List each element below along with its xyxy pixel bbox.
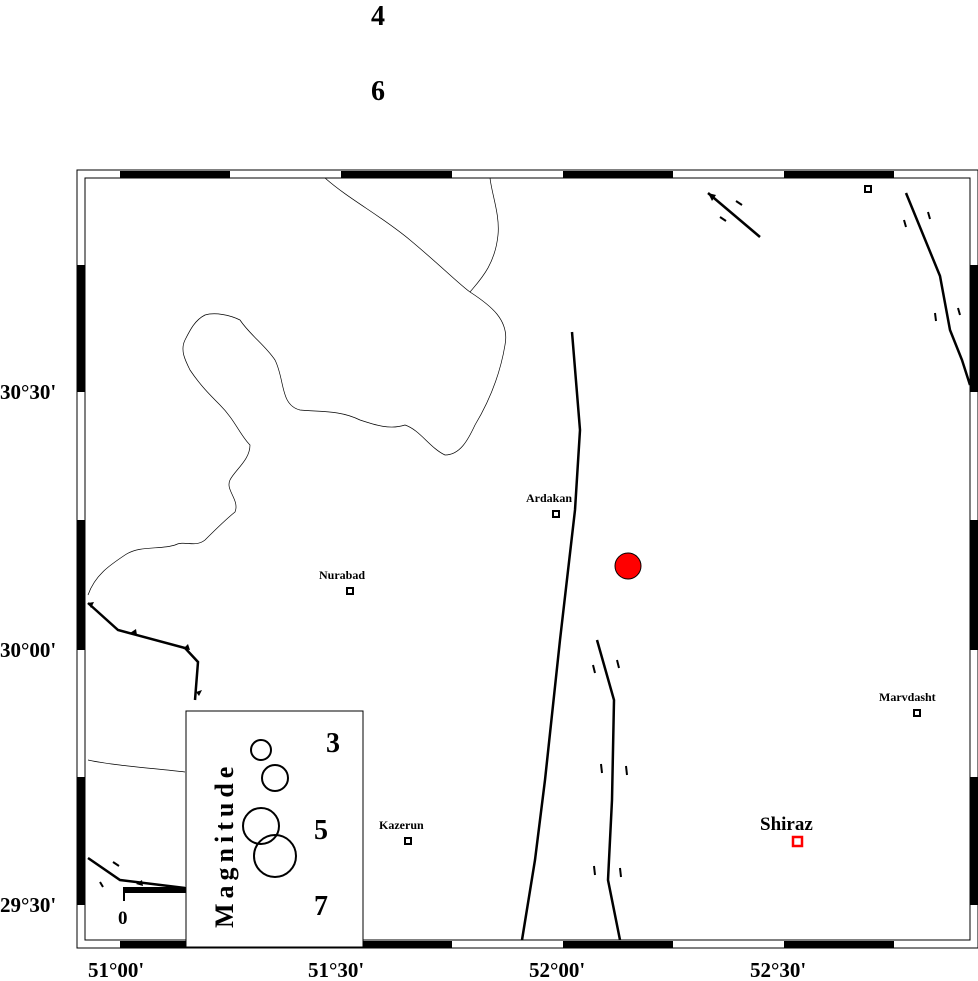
lat-tick-30-00: 30°00' xyxy=(0,638,56,662)
epicenter-marker xyxy=(614,552,642,580)
svg-text:Kazerun: Kazerun xyxy=(379,818,424,832)
lon-tick-52-30: 52°30' xyxy=(750,958,806,981)
svg-text:Marvdasht: Marvdasht xyxy=(879,690,936,704)
lat-tick-30-30: 30°30' xyxy=(0,380,56,404)
top-label-6: 6 xyxy=(371,76,385,107)
boundary-line xyxy=(87,177,507,773)
svg-text:Nurabad: Nurabad xyxy=(319,568,365,582)
city-ardakan: Ardakan xyxy=(526,491,572,518)
svg-text:Shiraz: Shiraz xyxy=(760,814,813,835)
legend-label-3: 3 xyxy=(326,728,340,759)
legend-label-5: 5 xyxy=(314,815,328,846)
city-nurabad: Nurabad xyxy=(319,568,365,595)
magnitude-legend: Magnitude 3 5 7 xyxy=(185,710,364,948)
city-marker-unlabeled xyxy=(864,185,872,193)
legend-title: Magnitude xyxy=(210,762,239,928)
top-label-4: 4 xyxy=(371,1,385,32)
lon-tick-51-00: 51°00' xyxy=(88,958,144,981)
city-shiraz: Shiraz xyxy=(760,814,813,848)
svg-text:Ardakan: Ardakan xyxy=(526,491,572,505)
city-marvdasht: Marvdasht xyxy=(879,690,936,717)
lat-tick-29-30: 29°30' xyxy=(0,893,56,917)
lon-tick-51-30: 51°30' xyxy=(308,958,364,981)
scale-bar: 0 xyxy=(118,887,188,929)
lon-tick-52-00: 52°00' xyxy=(529,958,585,981)
fault-arrows xyxy=(88,193,961,888)
svg-text:0: 0 xyxy=(118,908,128,929)
legend-label-7: 7 xyxy=(314,891,328,922)
city-kazerun: Kazerun xyxy=(379,818,424,845)
